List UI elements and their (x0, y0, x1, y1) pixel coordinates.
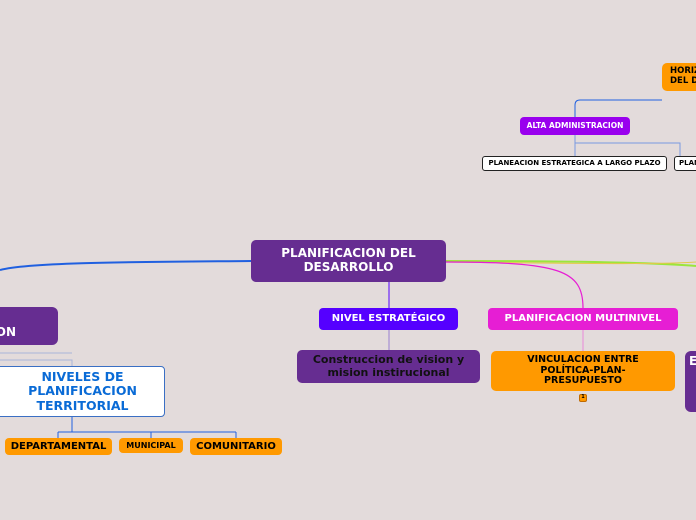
horizonte-label: HORIZ DEL D (670, 66, 696, 86)
planeacion-largo-plazo-node[interactable]: PLANEACION ESTRATEGICA A LARGO PLAZO (482, 156, 667, 171)
right-cut-label: E (689, 354, 696, 368)
alta-administracion-node[interactable]: ALTA ADMINISTRACION (520, 117, 630, 135)
nivel-estrategico-node[interactable]: NIVEL ESTRATÉGICO (319, 308, 458, 330)
link-alta-plan-cut (575, 142, 681, 156)
link-horizonte-alta (574, 99, 662, 118)
link-root-left (0, 260, 253, 271)
link-root-multinivel (444, 261, 584, 309)
comunitario-label: COMUNITARIO (196, 440, 276, 452)
plan-cut-node[interactable]: PLAN (674, 156, 696, 171)
alta-administracion-label: ALTA ADMINISTRACION (526, 120, 624, 130)
planificacion-multinivel-label: PLANIFICACION MULTINIVEL (504, 313, 662, 325)
note-badge-label: 1 (581, 394, 585, 401)
root-node[interactable]: PLANIFICACION DEL DESARROLLO (251, 240, 446, 282)
horizonte-node[interactable]: HORIZ DEL D (662, 63, 696, 91)
plan-cut-label: PLAN (679, 159, 696, 168)
niveles-node[interactable]: NIVELES DE PLANIFICACION TERRITORIAL (0, 366, 165, 417)
niveles-label: NIVELES DE PLANIFICACION TERRITORIAL (28, 368, 137, 413)
departamental-label: DEPARTAMENTAL (10, 440, 107, 452)
planeacion-largo-plazo-label: PLANEACION ESTRATEGICA A LARGO PLAZO (488, 159, 661, 168)
link-niveles-children (57, 416, 237, 439)
left-cut-node[interactable]: ON (0, 307, 58, 345)
departamental-node[interactable]: DEPARTAMENTAL (5, 438, 112, 455)
vinculacion-label: VINCULACION ENTRE POLÍTICA-PLAN-PRESUPUE… (527, 353, 639, 387)
note-badge[interactable]: 1 (579, 394, 587, 402)
left-cut-label: ON (0, 325, 16, 340)
comunitario-node[interactable]: COMUNITARIO (190, 438, 282, 455)
link-root-right-green (444, 260, 696, 267)
planificacion-multinivel-node[interactable]: PLANIFICACION MULTINIVEL (488, 308, 678, 330)
construccion-label: Construccion de vision y mision instiruc… (312, 352, 465, 379)
vinculacion-node[interactable]: VINCULACION ENTRE POLÍTICA-PLAN-PRESUPUE… (491, 351, 675, 391)
municipal-label: MUNICIPAL (126, 440, 176, 450)
link-left-niveles (0, 359, 73, 367)
nivel-estrategico-label: NIVEL ESTRATÉGICO (331, 313, 446, 325)
construccion-node[interactable]: Construccion de vision y mision instiruc… (297, 350, 480, 383)
root-node-label: PLANIFICACION DEL DESARROLLO (281, 246, 416, 274)
right-cut-node[interactable]: E (685, 351, 696, 412)
municipal-node[interactable]: MUNICIPAL (119, 438, 183, 453)
